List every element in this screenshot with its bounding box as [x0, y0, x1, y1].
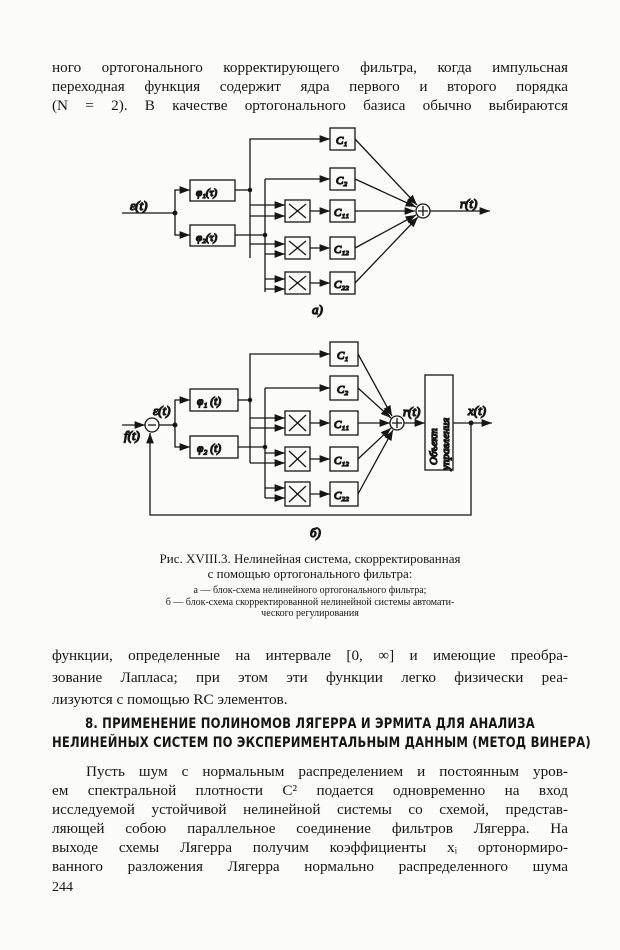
- label-c11-a: C₁₁: [334, 207, 349, 219]
- diagram-a: [122, 127, 490, 295]
- text-line: лизуются с помощью RC элементов.: [52, 691, 288, 708]
- heading-line: 8. ПРИМЕНЕНИЕ ПОЛИНОМОВ ЛЯГЕРРА И ЭРМИТА…: [85, 714, 535, 732]
- label-c2-a: C₂: [336, 175, 347, 187]
- label-phi1-b: φ₁ (t): [197, 396, 221, 408]
- multiplier-blocks-a: [284, 199, 311, 295]
- label-error-b: ε(t): [153, 403, 170, 418]
- label-output-a: r(t): [460, 196, 477, 211]
- text-line: исследуемой устойчивой нелинейной систем…: [52, 801, 568, 818]
- text-line: выходе схемы Лягерра получим коэффициент…: [52, 839, 568, 856]
- label-c12-a: C₁₂: [334, 244, 349, 256]
- label-c22-b: C₂₂: [334, 490, 349, 502]
- heading-line: НЕЛИНЕЙНЫХ СИСТЕМ ПО ЭКСПЕРИМЕНТАЛЬНЫМ Д…: [52, 733, 591, 751]
- label-c2-b: C₂: [337, 384, 348, 396]
- text-line: ляющей собою параллельное соединение фил…: [52, 820, 568, 837]
- label-plant-line1: Объект: [428, 428, 440, 465]
- diagram-b: [122, 341, 492, 516]
- label-c1-b: C₁: [337, 350, 348, 362]
- caption-title-line1: Рис. XVIII.3. Нелинейная система, скорре…: [159, 551, 461, 566]
- label-diagram-b: б): [310, 525, 321, 540]
- text-line: Пусть шум с нормальным распределением и …: [86, 763, 568, 780]
- multiplier-blocks-b: [284, 410, 311, 507]
- page-number: 244: [52, 880, 73, 895]
- label-phi2-b: φ₂ (t): [197, 443, 221, 455]
- text-line: ного ортогонального корректирующего филь…: [52, 59, 568, 76]
- label-input-b: f(t): [124, 428, 140, 443]
- text-line: ванного разложения Лягерра нормально рас…: [52, 858, 568, 875]
- label-input-a: ε(t): [130, 198, 147, 213]
- figure-xviii-3: ε(t) φ₁(τ) φ₂(τ) C₁ C₂ C₁₁ C₁₂ C₂₂ r(t) …: [122, 127, 492, 541]
- label-c1-a: C₁: [336, 135, 347, 147]
- label-plant-line2: управления: [440, 418, 452, 471]
- caption-b-line1: б — блок-схема скорректированной нелиней…: [165, 597, 455, 608]
- text-line: функции, определенные на интервале [0, ∞…: [52, 647, 568, 664]
- caption-b-line2: ческого регулирования: [261, 608, 359, 619]
- label-c11-b: C₁₁: [334, 419, 349, 431]
- label-phi2-a: φ₂(τ): [196, 232, 218, 244]
- label-output-b: x(t): [467, 403, 486, 418]
- text-line: (N = 2). В качестве ортогонального базис…: [52, 97, 568, 114]
- text-line: переходная функция содержит ядра первого…: [52, 78, 568, 95]
- text-line: зование Лапласа; при этом эти функции ле…: [52, 669, 568, 686]
- label-sum-out-b: r(t): [403, 404, 420, 419]
- label-diagram-a: а): [312, 302, 323, 317]
- caption-title-line2: с помощью ортогонального фильтра:: [207, 566, 413, 581]
- label-c22-a: C₂₂: [334, 279, 349, 291]
- caption-a: а — блок-схема нелинейного ортогональног…: [193, 585, 427, 596]
- text-line: ем спектральной плотности C² подается од…: [52, 782, 568, 799]
- label-phi1-a: φ₁(τ): [196, 187, 218, 199]
- label-c12-b: C₁₂: [334, 455, 349, 467]
